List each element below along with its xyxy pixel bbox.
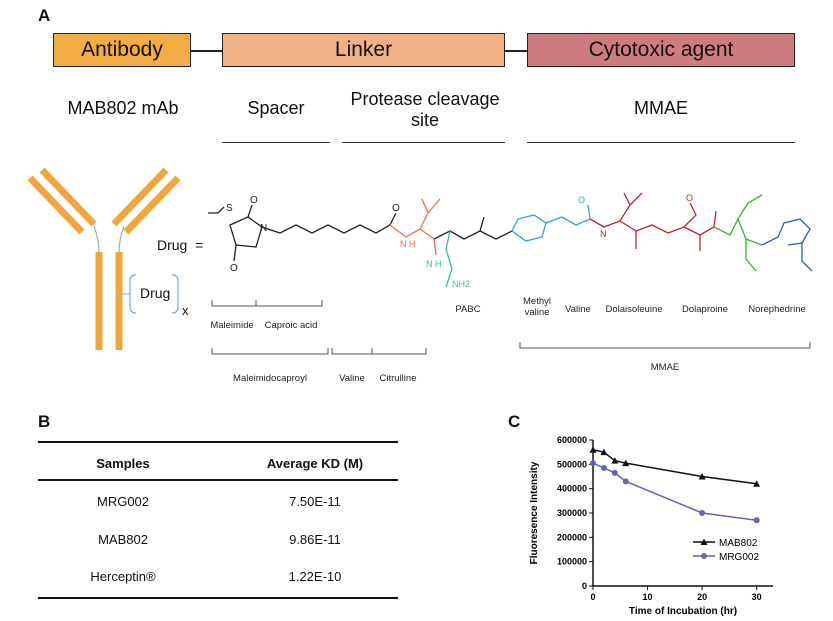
x-tick-label: 0 [590, 592, 595, 602]
payload-box: Cytotoxic agent [527, 33, 795, 67]
table-cell-kd: 1.22E-10 [288, 569, 342, 584]
table-cell-kd: 9.86E-11 [289, 532, 341, 547]
data-point-mrg002 [600, 464, 607, 471]
cleavage-rule [342, 142, 505, 143]
fragment-brackets [211, 300, 811, 355]
drug-equals-label: Drug = [157, 237, 204, 253]
fragment-maleimidocaproyl: Maleimidocaproyl [233, 373, 307, 384]
table-header-rule [38, 479, 398, 481]
table-header-samples: Samples [96, 456, 150, 471]
data-point-mab802 [698, 473, 706, 480]
data-point-mab802 [622, 459, 630, 467]
fragment-valine: Valine [339, 373, 365, 384]
antibody-illustration [27, 167, 181, 350]
drug-box-label: Drug [140, 285, 171, 301]
fragment-caproic-acid: Caproic acid [264, 320, 318, 331]
mmae-oxygen-label: O [686, 193, 693, 203]
linker-box: Linker [222, 33, 505, 67]
fragment-dolaisoleuine: Dolaisoleuine [605, 304, 663, 315]
oxygen-atom: O [250, 195, 258, 206]
nitrogen-atom: N [260, 223, 267, 234]
sulfur-atom: S [226, 203, 233, 214]
drug-ratio-subscript: x [182, 303, 189, 318]
fragment-dolaproine: Dolaproine [682, 304, 728, 315]
fragment-maleimide: Maleimide [210, 320, 254, 331]
antibody-box: Antibody [53, 33, 191, 67]
oxygen-atom: O [230, 263, 238, 274]
fragment-valine-mmae: Valine [565, 304, 591, 315]
table-cell-sample: MAB802 [98, 532, 148, 547]
table-header-kd: Average KD (M) [266, 456, 364, 471]
y-tick-label: 600000 [557, 435, 587, 445]
chemical-structure: S O O N O N H N H NH2 O N O [208, 192, 813, 289]
panel-label-a: A [38, 6, 51, 25]
amide-nh-label: N H [400, 239, 416, 249]
cleavage-site-label: Protease cleavage site [350, 89, 500, 130]
panel-label-c: C [508, 412, 521, 431]
data-point-mrg002 [622, 478, 629, 485]
y-tick-label: 0 [582, 581, 587, 591]
fragment-mmae: MMAE [650, 362, 680, 373]
y-tick-label: 400000 [557, 484, 587, 494]
data-point-mab802 [600, 448, 608, 456]
data-point-mrg002 [611, 469, 618, 476]
legend-label-mab802: MAB802 [719, 538, 758, 549]
fragment-norephedrine: Norephedrine [748, 304, 806, 315]
payload-label: MMAE [634, 98, 688, 118]
carbamate-oxygen-label: O [578, 195, 585, 205]
legend-label-mrg002: MRG002 [719, 552, 759, 563]
table-top-rule [38, 441, 398, 443]
data-point-mrg002 [753, 517, 760, 524]
spacer-label: Spacer [247, 98, 305, 118]
table-bottom-rule [38, 597, 398, 599]
methyl-nitrogen-label: N [600, 229, 607, 239]
spacer-rule [222, 142, 330, 143]
table-cell-sample: Herceptin® [90, 569, 156, 584]
table-cell-sample: MRG002 [96, 494, 150, 509]
legend-marker-mrg002 [701, 553, 707, 559]
oxygen-atom: O [392, 203, 400, 214]
antibody-name: MAB802 mAb [67, 98, 179, 118]
x-axis-label: Time of Incubation (hr) [629, 606, 737, 617]
table-cell-kd: 7.50E-11 [289, 494, 341, 509]
urea-nh-label: N H [426, 259, 442, 269]
fragment-citrulline: Citrulline [379, 373, 417, 384]
data-point-mrg002 [699, 510, 706, 516]
data-point-mab802 [753, 480, 761, 487]
y-tick-label: 500000 [557, 459, 587, 469]
legend-marker-mab802 [700, 538, 708, 545]
panel-label-b: B [38, 412, 51, 431]
fragment-methyl-valine: Methyl valine [523, 296, 551, 318]
fragment-pabc: PABC [455, 304, 481, 315]
y-tick-label: 100000 [557, 557, 587, 567]
y-tick-label: 200000 [557, 532, 587, 542]
x-tick-label: 20 [697, 592, 707, 602]
data-point-mab802 [589, 446, 597, 453]
fluorescence-chart: 0 100000 200000 300000 400000 500000 600000 0 10… [529, 435, 773, 617]
data-point-mab802 [611, 457, 619, 464]
x-tick-label: 30 [752, 592, 762, 602]
payload-rule [527, 142, 795, 143]
series-line-mab802 [592, 449, 757, 485]
y-axis-label: Fluoresence Intensity [529, 461, 540, 564]
data-point-mrg002 [590, 460, 596, 467]
urea-nh2-label: NH2 [452, 279, 470, 289]
y-tick-label: 300000 [557, 508, 587, 518]
x-tick-label: 10 [643, 592, 653, 602]
